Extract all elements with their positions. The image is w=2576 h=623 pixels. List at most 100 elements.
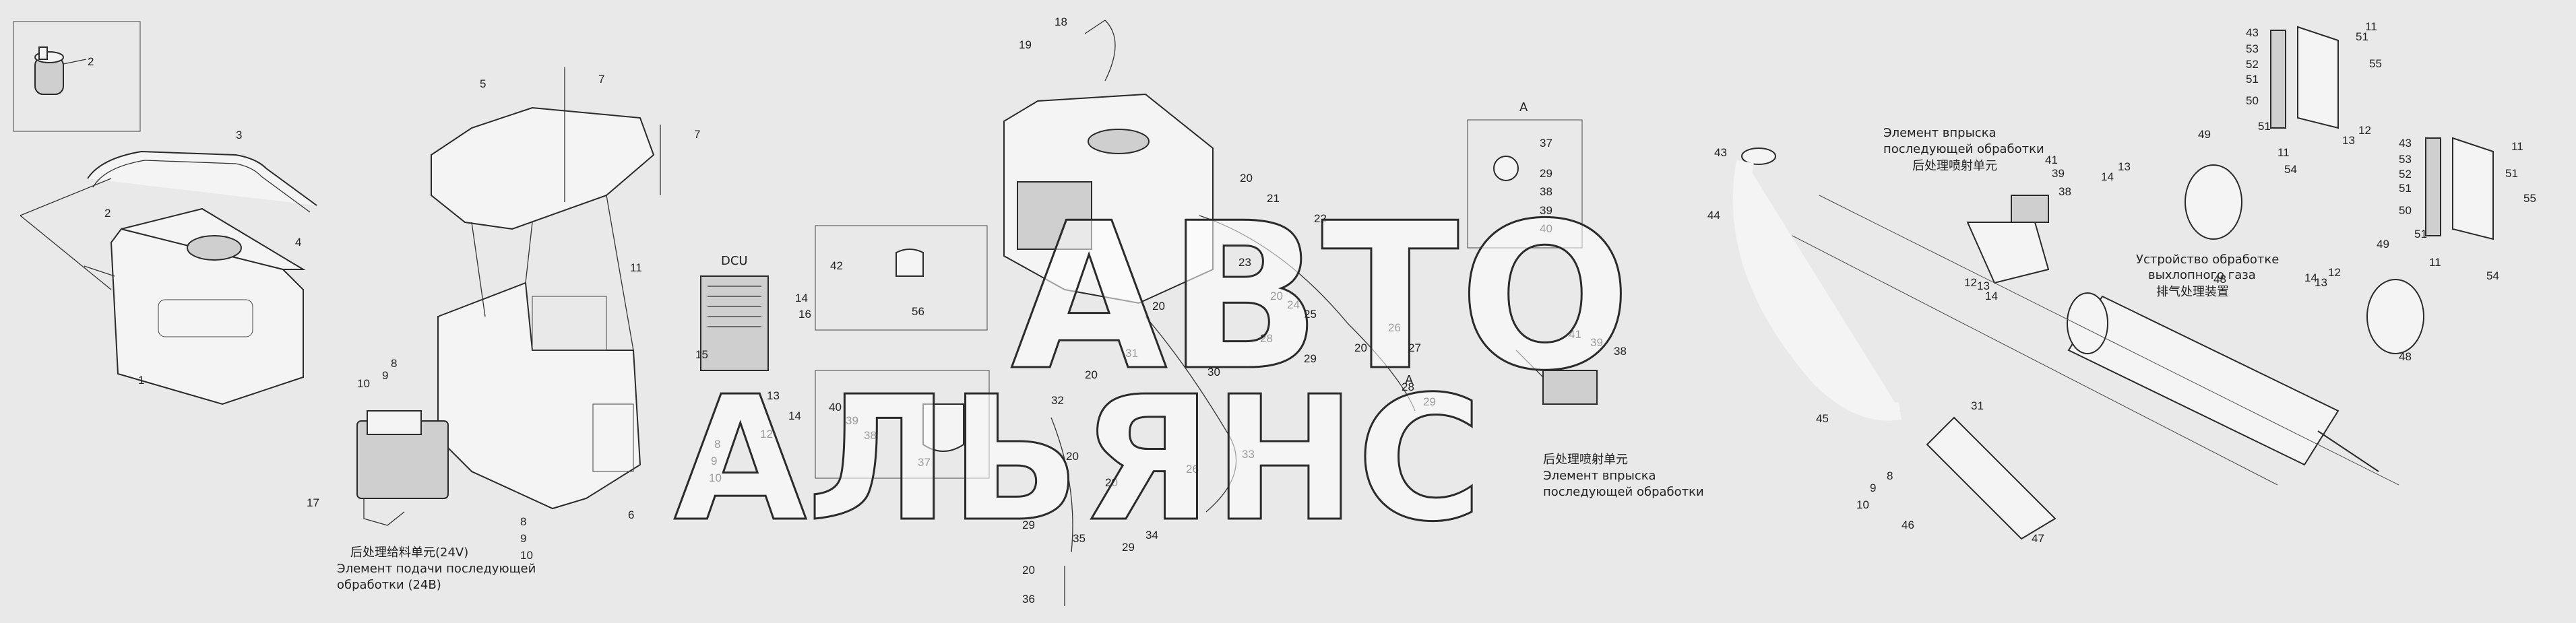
label-7a: 7 [598,73,604,86]
label-11c: 11 [2277,146,2290,159]
label-34: 34 [1145,529,1158,542]
label-40b: 40 [1540,222,1552,235]
label-8b: 8 [520,515,526,528]
caption-exhaust-ru-1: Устройство обработке [2136,253,2279,267]
caption-injector-cn: 后处理喷射单元 [1912,159,1997,173]
caption-injector2-ru-2: последующей обработки [1543,485,1704,499]
label-13a: 13 [767,389,780,402]
caption-injector-ru-1: Элемент впрыска [1883,126,1997,140]
label-29d: 29 [1540,167,1552,180]
label-39d: 39 [2052,167,2065,180]
label-51e: 51 [2505,167,2518,180]
label-29b: 29 [1022,519,1035,531]
caption-dosing-unit-ru-2: обработки (24В) [337,578,441,592]
label-37a: 37 [918,456,931,469]
label-20b: 20 [1270,290,1283,302]
label-22: 22 [1314,212,1327,225]
label-14b: 14 [788,409,801,422]
label-13b: 13 [1977,280,1990,292]
label-41a: 41 [1569,328,1581,341]
label-11e: 11 [2429,256,2441,269]
injector-unit-lower [1515,350,1598,405]
label-45: 45 [1816,412,1829,425]
supply-module [1003,20,1214,304]
label-8d: 8 [1887,469,1893,482]
label-40a: 40 [829,401,842,414]
label-20c: 20 [1354,341,1367,354]
label-38b: 38 [1540,185,1552,198]
label-53b: 53 [2399,153,2412,166]
label-55b: 55 [2523,192,2536,205]
label-11b: 11 [2365,20,2377,33]
leader-line-2 [1819,195,2399,486]
label-6: 6 [628,509,634,521]
label-14c: 14 [1985,290,1998,302]
label-11: 11 [630,261,642,274]
label-13c: 13 [2118,160,2131,173]
label-16: 16 [798,308,811,321]
label-39b: 39 [1540,204,1552,217]
mount-bracket-lower [2425,137,2494,240]
label-19: 19 [1019,38,1032,51]
label-39c: 39 [1590,336,1603,349]
label-47: 47 [2032,532,2044,545]
label-27: 27 [1408,341,1421,354]
label-36: 36 [1022,593,1035,605]
label-20f: 20 [1066,450,1079,463]
clamp-band-upper [2185,164,2242,240]
label-50a: 50 [2246,94,2259,107]
dcu-module [700,275,769,371]
hose-return [1145,316,1237,513]
caption-exhaust-cn: 排气处理装置 [2156,285,2229,299]
label-15: 15 [695,348,708,361]
label-9: 9 [382,369,388,382]
label-43b: 43 [2246,26,2259,39]
label-7b: 7 [694,128,700,141]
label-20g: 20 [1105,476,1118,489]
muffler [2067,292,2379,472]
tank-strap [87,150,317,213]
label-23: 23 [1238,256,1251,269]
label-13d: 13 [2315,276,2327,289]
inset-box-cap [13,21,141,132]
label-38a: 38 [864,429,877,442]
label-20h: 20 [1022,564,1035,577]
label-26b: 26 [1186,463,1199,476]
urea-tank [84,207,306,405]
label-21: 21 [1267,192,1280,205]
label-49b: 49 [2377,238,2389,251]
hose-feed [1050,417,1073,553]
caption-exhaust-ru-2: выхлопного газа [2148,268,2256,282]
label-42: 42 [830,259,843,272]
label-12c: 12 [2328,266,2341,279]
label-18: 18 [1055,15,1067,28]
detail-box-clip [815,225,988,331]
label-1: 1 [138,374,144,387]
label-3: 3 [236,129,242,141]
label-38c: 38 [1614,345,1627,358]
caption-injector2-cn: 后处理喷射单元 [1543,453,1628,467]
caption-dcu: DCU [721,254,748,268]
label-25: 25 [1304,308,1317,321]
label-50b: 50 [2399,204,2412,217]
label-29a: 29 [1304,352,1317,365]
detail-box-bracket [815,370,990,479]
leader-line-1 [1792,235,2278,486]
label-8: 8 [391,357,397,370]
label-4: 4 [295,236,301,249]
label-37b: 37 [1540,137,1552,150]
caption-detail-a: A [1519,100,1528,114]
label-11d: 11 [2511,140,2523,153]
label-31b: 31 [1971,399,1984,412]
label-8c: 8 [714,438,720,451]
injector-unit-upper [2011,195,2049,223]
caption-detail-a2: A [1405,373,1414,387]
label-31a: 31 [1125,347,1138,360]
label-10b: 10 [520,549,533,562]
label-26a: 26 [1388,321,1401,334]
label-9b: 9 [520,532,526,545]
dosing-unit-24v [356,410,449,526]
label-32: 32 [1051,394,1064,407]
label-56: 56 [912,305,924,318]
